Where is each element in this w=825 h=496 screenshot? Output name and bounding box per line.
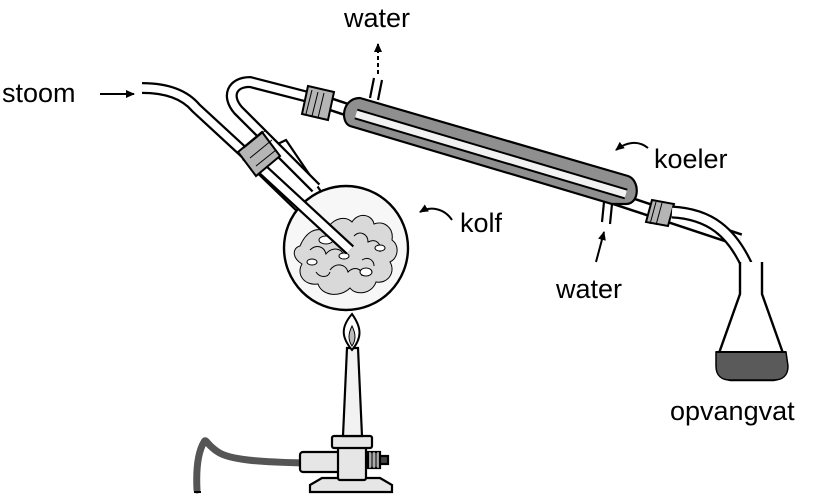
receiver-label: opvangvat [670,396,795,426]
flask-label: kolf [460,208,503,238]
flask-stopper [236,130,282,178]
condenser-inlet-stopper [300,84,336,122]
water-in-arrow [595,231,606,263]
condenser [300,77,743,247]
water-inlet-nozzle [600,201,614,225]
water-out-label: water [344,3,411,33]
flask-arrow [419,204,453,221]
condenser-outlet-stopper [644,198,676,228]
water-outlet-nozzle [368,77,384,101]
receiving-flask [715,262,789,382]
burner-chimney [341,346,364,438]
flame [342,312,361,352]
distillation-flask [141,75,410,312]
bunsen-burner [193,346,394,494]
burner-base [308,476,394,494]
air-collar [330,434,374,450]
condenser-arrow [615,141,649,151]
label-arrows [100,43,649,263]
steam-label: stoom [2,78,76,108]
plant-material [293,215,398,295]
gas-hose [193,437,308,494]
distillate [715,351,789,381]
water-in-label: water [556,274,623,304]
condenser-label: koeler [654,144,728,174]
